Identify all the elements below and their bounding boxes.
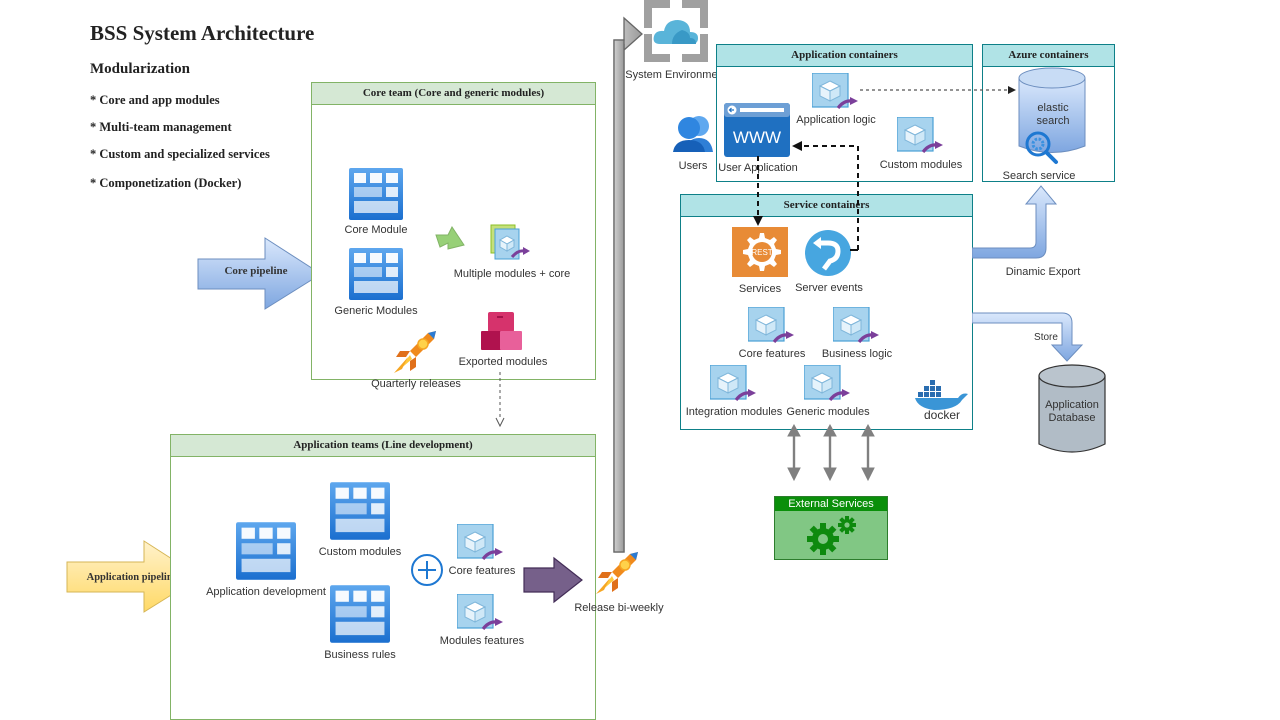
docker-logo-icon: docker bbox=[914, 378, 970, 420]
application-database-icon bbox=[1038, 364, 1108, 458]
green-arrow-icon bbox=[434, 225, 466, 253]
core-team-title: Core team (Core and generic modules) bbox=[312, 83, 595, 105]
application-logic-label: Application logic bbox=[796, 114, 876, 126]
docker-text: docker bbox=[924, 408, 960, 420]
core-features-label: Core features bbox=[448, 565, 516, 577]
core-module-label: Core Module bbox=[344, 224, 408, 236]
core-features-service-icon bbox=[748, 307, 796, 347]
search-service-label: Search service bbox=[1002, 170, 1076, 182]
custom-modules-label: Custom modules bbox=[318, 546, 402, 558]
elastic-search-label-1: elastic bbox=[1037, 102, 1069, 114]
business-rules-icon bbox=[330, 585, 390, 643]
external-services-title: External Services bbox=[775, 497, 887, 511]
quarterly-releases-label: Quarterly releases bbox=[371, 378, 461, 390]
generic-modules-icon bbox=[349, 248, 403, 300]
bullet-item: * Custom and specialized services bbox=[90, 147, 270, 161]
dotted-connector-elastic bbox=[860, 84, 1020, 96]
application-pipeline-label: Application pipeline bbox=[86, 572, 178, 583]
services-label: Services bbox=[738, 283, 782, 295]
integration-modules-icon bbox=[710, 365, 758, 405]
business-logic-label: Business logic bbox=[821, 348, 893, 360]
plus-circle-icon bbox=[410, 553, 444, 587]
core-pipeline-arrow bbox=[197, 237, 323, 311]
users-label: Users bbox=[678, 160, 708, 172]
release-biweekly-label: Release bi-weekly bbox=[574, 602, 664, 614]
server-events-label: Server events bbox=[795, 282, 863, 294]
core-module-icon bbox=[349, 168, 403, 220]
rocket-icon bbox=[390, 327, 440, 377]
system-environment-icon bbox=[642, 0, 710, 64]
application-development-icon bbox=[236, 522, 296, 580]
store-label: Store bbox=[1034, 332, 1058, 343]
custom-modules-container-label: Custom modules bbox=[879, 159, 963, 171]
bullet-item: * Componetization (Docker) bbox=[90, 176, 242, 190]
user-application-icon: WWW bbox=[724, 103, 790, 157]
application-development-label: Application development bbox=[206, 586, 326, 598]
gears-icon bbox=[803, 515, 863, 557]
dashed-connector-user-app-services bbox=[752, 156, 764, 228]
rest-text: REST bbox=[751, 248, 772, 257]
business-logic-icon bbox=[833, 307, 881, 347]
application-database-label-1: Application bbox=[1045, 399, 1099, 411]
release-rocket-icon bbox=[592, 548, 642, 598]
core-pipeline-label: Core pipeline bbox=[224, 265, 288, 277]
rest-services-icon: REST bbox=[732, 227, 788, 277]
page-title: BSS System Architecture bbox=[90, 21, 315, 45]
server-events-icon bbox=[804, 229, 852, 277]
application-logic-icon bbox=[812, 73, 860, 113]
azure-containers-title: Azure containers bbox=[983, 45, 1114, 67]
modules-features-label: Modules features bbox=[439, 635, 525, 647]
page-subtitle: Modularization bbox=[90, 61, 190, 77]
generic-modules-service-label: Generic modules bbox=[786, 406, 870, 418]
generic-modules-service-icon bbox=[804, 365, 852, 405]
multiple-modules-icon bbox=[490, 224, 534, 264]
exported-modules-icon bbox=[480, 311, 524, 351]
generic-modules-label: Generic Modules bbox=[334, 305, 418, 317]
deployment-pipe-arrow bbox=[610, 14, 646, 554]
system-environment-label: System Environment bbox=[625, 69, 727, 81]
dynamic-export-arrow bbox=[972, 184, 1062, 260]
core-features-service-label: Core features bbox=[738, 348, 806, 360]
users-icon bbox=[673, 110, 715, 152]
external-services-box: External Services bbox=[774, 496, 888, 560]
www-text: WWW bbox=[733, 128, 781, 147]
dashed-connector bbox=[493, 372, 507, 428]
custom-modules-container-icon bbox=[897, 117, 945, 157]
core-features-icon bbox=[457, 524, 505, 564]
dynamic-export-label: Dinamic Export bbox=[1005, 266, 1081, 278]
release-arrow bbox=[522, 556, 584, 604]
multiple-modules-label: Multiple modules + core bbox=[453, 268, 571, 280]
modules-features-icon bbox=[457, 594, 505, 634]
bullet-item: * Core and app modules bbox=[90, 93, 220, 107]
external-link-arrows bbox=[786, 424, 882, 482]
store-arrow bbox=[972, 311, 1092, 363]
elastic-search-label-2: search bbox=[1036, 115, 1070, 127]
application-containers-title: Application containers bbox=[717, 45, 972, 67]
service-containers-title: Service containers bbox=[681, 195, 972, 217]
bullet-item: * Multi-team management bbox=[90, 120, 232, 134]
custom-modules-icon bbox=[330, 482, 390, 540]
application-database-label-2: Database bbox=[1048, 412, 1096, 424]
exported-modules-label: Exported modules bbox=[458, 356, 548, 368]
dashed-connector-events-user-app bbox=[790, 138, 862, 258]
application-teams-title: Application teams (Line development) bbox=[171, 435, 595, 457]
application-containers: Application containers bbox=[716, 44, 973, 182]
integration-modules-label: Integration modules bbox=[685, 406, 783, 418]
elastic-search-db-icon bbox=[1018, 67, 1088, 167]
business-rules-label: Business rules bbox=[324, 649, 396, 661]
